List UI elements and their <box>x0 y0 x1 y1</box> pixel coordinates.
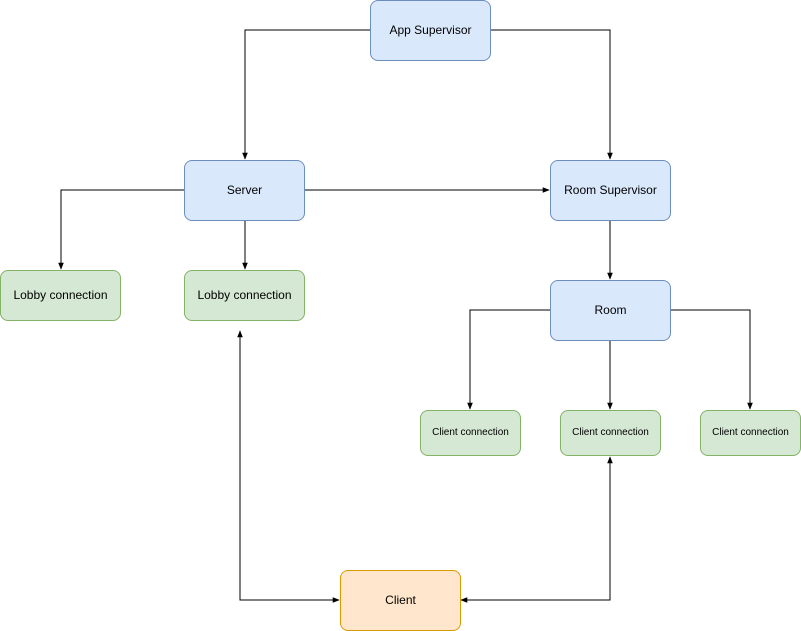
lobby-connection-label-left: Lobby connection <box>13 288 108 303</box>
edge-app-supervisor-to-room-supervisor <box>491 29 613 160</box>
client-connection-label-right: Client connection <box>712 427 789 438</box>
client-connection-node-left[interactable]: Client connection <box>420 410 521 456</box>
client-connection-node-middle[interactable]: Client connection <box>560 410 661 456</box>
server-label: Server <box>226 183 263 198</box>
edge-client-to-lobby-connection-bidirectional <box>237 330 340 603</box>
lobby-connection-label-middle: Lobby connection <box>197 288 292 303</box>
server-node[interactable]: Server <box>184 160 305 221</box>
edge-app-supervisor-to-server <box>242 29 370 160</box>
lobby-connection-node-middle[interactable]: Lobby connection <box>184 270 305 321</box>
room-supervisor-node[interactable]: Room Supervisor <box>550 160 671 221</box>
room-label: Room <box>594 303 627 318</box>
client-connection-node-right[interactable]: Client connection <box>700 410 801 456</box>
edge-room-to-client-connection-left <box>467 309 550 410</box>
client-node[interactable]: Client <box>340 570 461 631</box>
client-label: Client <box>385 593 416 608</box>
edge-room-to-client-connection-right <box>671 309 753 410</box>
room-node[interactable]: Room <box>550 280 671 341</box>
app-supervisor-label: App Supervisor <box>389 23 472 38</box>
app-supervisor-node[interactable]: App Supervisor <box>370 0 491 61</box>
edge-server-to-lobby-connection-left <box>58 189 184 270</box>
edge-client-to-client-connection-bidirectional <box>460 456 613 603</box>
client-connection-label-middle: Client connection <box>572 427 649 438</box>
client-connection-label-left: Client connection <box>432 427 509 438</box>
room-supervisor-label: Room Supervisor <box>564 183 657 198</box>
lobby-connection-node-left[interactable]: Lobby connection <box>0 270 121 321</box>
